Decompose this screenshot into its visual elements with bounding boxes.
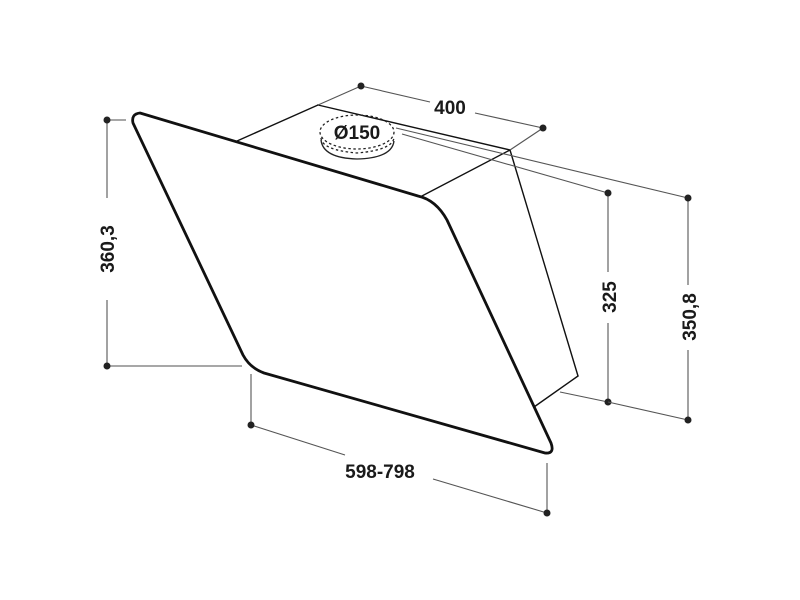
body-top-back-edge (317, 104, 511, 151)
dim-350-8-label: 350,8 (680, 293, 701, 341)
dim-360-3-dot-bottom (103, 362, 111, 370)
dim-400-label: 400 (434, 98, 466, 119)
dim-360-3: 360,3 (98, 116, 242, 370)
dim-598-798-label: 598-798 (345, 462, 415, 483)
dim-350-8: 350,8 (395, 127, 701, 424)
dim-400: 400 (317, 82, 547, 151)
dim-598-798-dot-right (543, 509, 551, 517)
dim-325-label: 325 (600, 281, 621, 313)
dim-400-dot-left (357, 82, 365, 90)
dim-350-8-dot-top (684, 194, 692, 202)
dim-400-line-a (360, 85, 431, 103)
dim-400-line-b (474, 112, 544, 129)
duct-top-ellipse (319, 114, 395, 150)
dim-400-extension-right (509, 127, 544, 151)
body-right-edge (509, 149, 579, 377)
dim-325: 325 (401, 133, 621, 406)
dim-598-798-line-b (432, 478, 548, 514)
body-top-right-edge (419, 149, 511, 198)
dim-360-3-label: 360,3 (98, 225, 119, 273)
dim-598-798: 598-798 (247, 374, 551, 517)
body-top-left-edge (236, 104, 319, 142)
hood-body (236, 104, 579, 408)
dim-400-extension-left (317, 85, 362, 106)
dim-350-8-ext-top (395, 127, 689, 199)
dim-325-ext-bottom (559, 391, 609, 403)
duct-diameter-label: Ø150 (334, 123, 380, 144)
dim-598-798-dot-left (247, 421, 255, 429)
dim-360-3-dot-top (103, 116, 111, 124)
duct-bottom-dashed (320, 137, 395, 154)
dim-325-ext-top (401, 133, 609, 194)
dim-350-8-ext-bottom (607, 401, 689, 421)
dim-598-798-line-a (250, 424, 346, 456)
dim-325-dot-top (604, 189, 612, 197)
dim-350-8-dot-bottom (684, 416, 692, 424)
duct-collar: Ø150 (319, 114, 395, 160)
glass-panel (131, 111, 554, 455)
body-bottom-edge (533, 375, 579, 408)
duct-bottom-solid (320, 139, 395, 160)
dim-400-dot-right (539, 124, 547, 132)
